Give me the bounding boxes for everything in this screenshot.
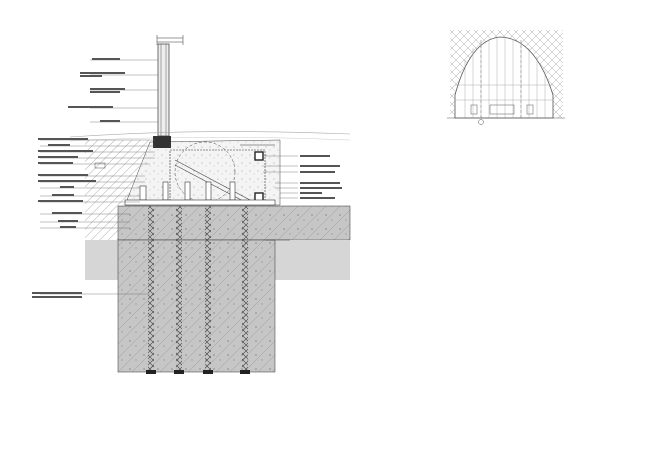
glass-post: [157, 43, 170, 137]
base-plate: [124, 199, 276, 206]
right-annotation-text: [263, 155, 342, 199]
piles: [148, 206, 248, 372]
left-annotation-text: [32, 58, 125, 298]
concrete-slab: [117, 205, 351, 241]
pile: [176, 206, 182, 372]
concrete-footing: [117, 239, 276, 373]
pile: [242, 206, 248, 372]
earth-hatch: [85, 140, 150, 250]
post-base: [153, 136, 171, 148]
arch-elevation: [447, 30, 565, 125]
top-dimension: [156, 35, 184, 45]
ground-line: [69, 131, 351, 138]
foundation-section-detail: [32, 35, 351, 374]
arch-opening: [454, 36, 554, 119]
steel-frame: [169, 149, 266, 203]
section-marker: [478, 119, 484, 125]
pile: [205, 206, 211, 372]
pile: [148, 206, 154, 372]
